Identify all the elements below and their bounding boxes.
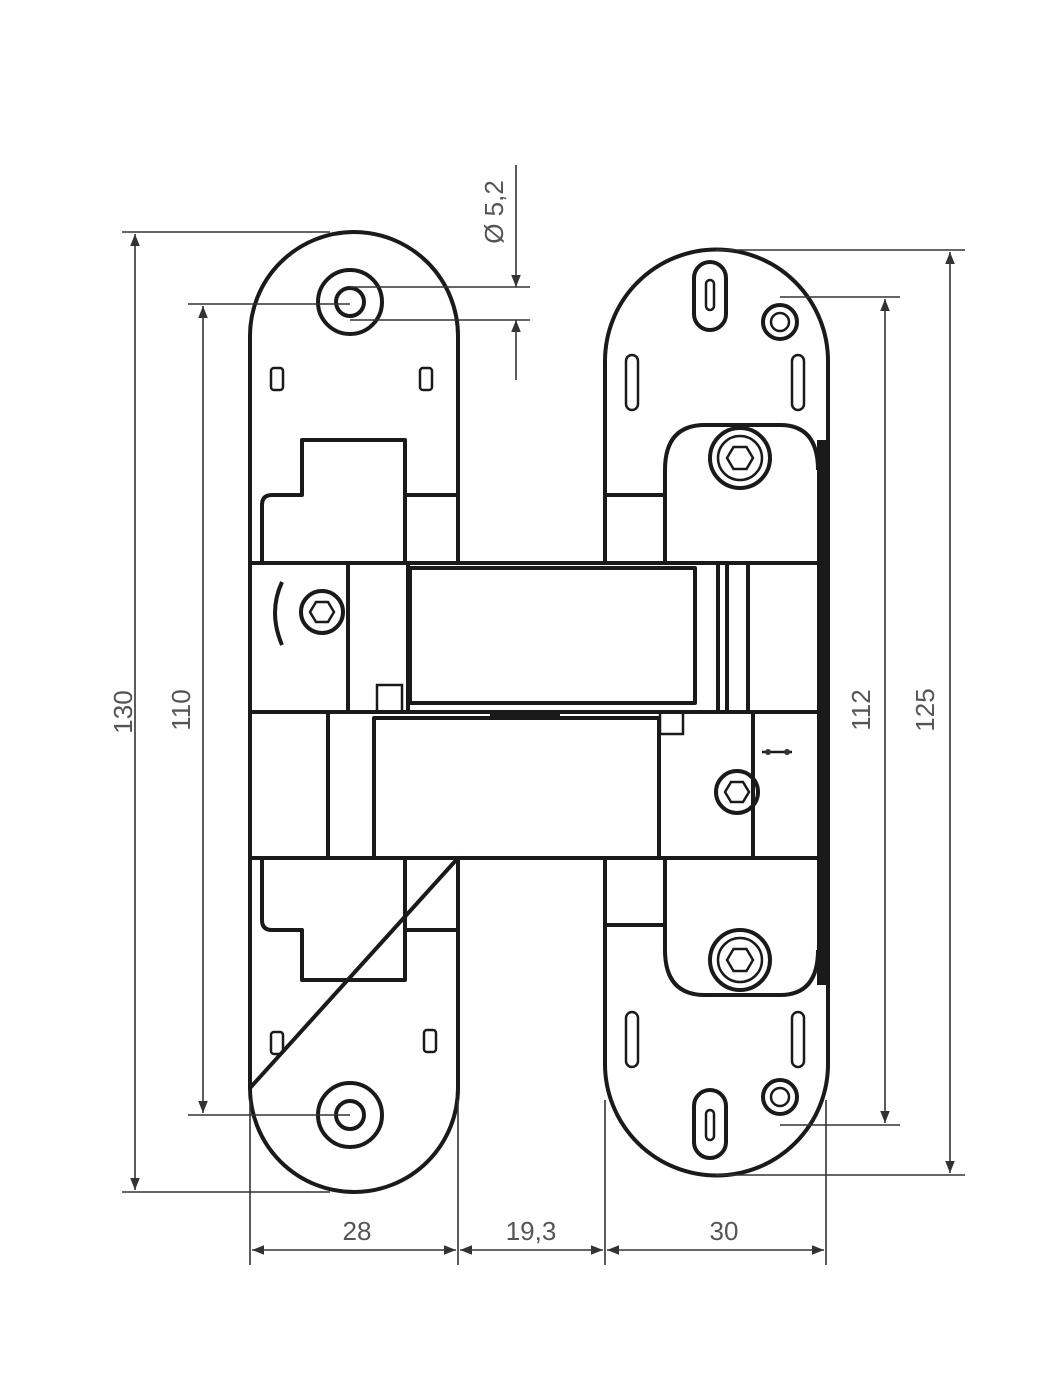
dimension-110: 110: [166, 303, 350, 1116]
dimension-label: 125: [910, 688, 940, 731]
dimension-label: 110: [166, 689, 196, 730]
dimension-label: Ø 5,2: [479, 180, 509, 244]
dimension-label: 30: [710, 1216, 739, 1246]
adjustment-screws: [273, 426, 792, 992]
dimension-diameter: Ø 5,2: [350, 165, 530, 380]
dimension-label: 19,3: [506, 1216, 557, 1246]
dimension-label: 28: [343, 1216, 372, 1246]
mounting-hole-top-left: [316, 268, 384, 336]
dimension-112: 112: [780, 296, 900, 1126]
dimension-125: 125: [716, 249, 965, 1176]
dimension-widths: 28 19,3 30: [249, 1100, 827, 1265]
dimension-130: 130: [108, 231, 330, 1193]
dimension-label: 130: [108, 690, 138, 733]
dimension-label: 112: [846, 689, 876, 730]
hinge-body: [248, 561, 828, 860]
